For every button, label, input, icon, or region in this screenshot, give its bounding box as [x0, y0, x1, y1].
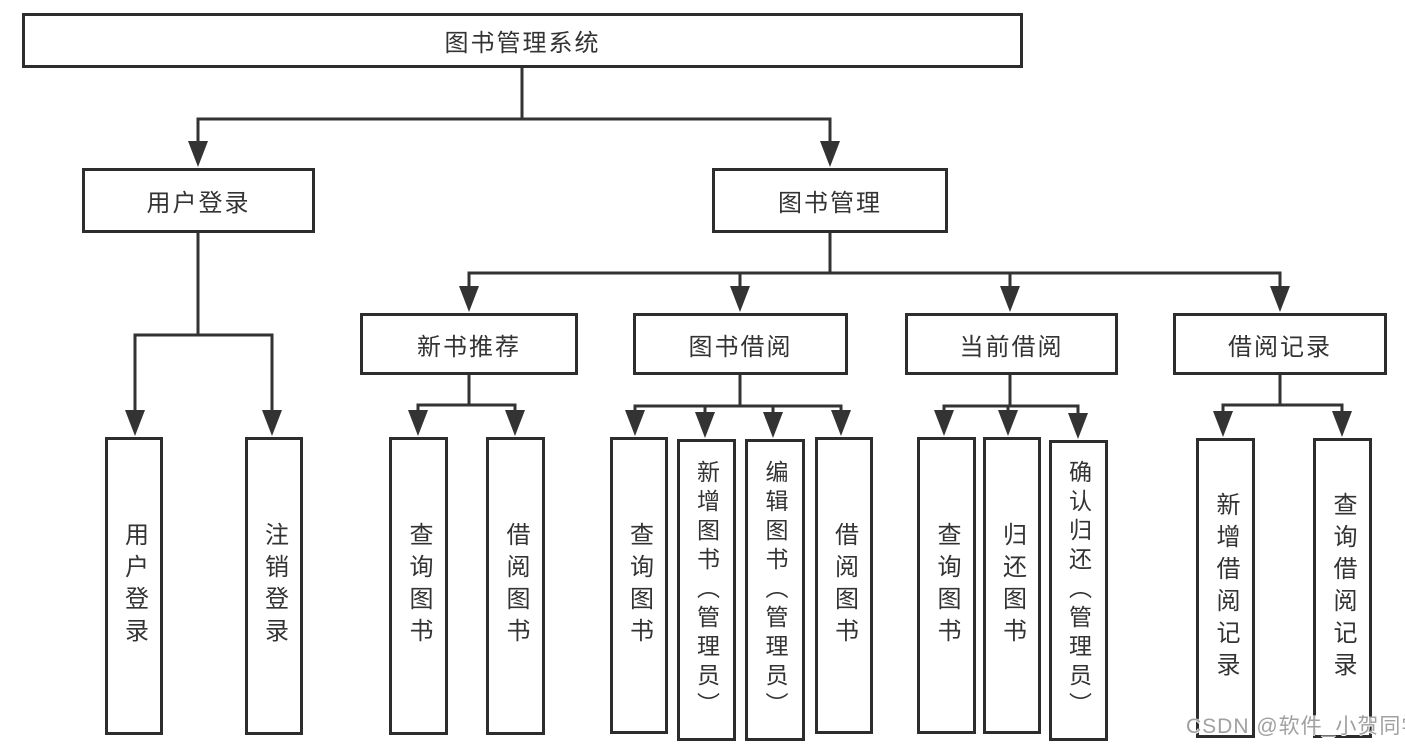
node-system-root-label: 图书管理系统	[444, 30, 601, 57]
leaf-logout-label: 注销登录	[260, 522, 288, 650]
node-current-borrowing: 当前借阅	[905, 313, 1118, 375]
leaf-add-book-admin: 新增图书（管理员）	[677, 439, 736, 741]
node-borrow-records: 借阅记录	[1173, 313, 1387, 375]
arrowheads	[125, 141, 1352, 439]
leaf-user-login-label: 用户登录	[120, 522, 148, 650]
leaf-add-borrow-record: 新增借阅记录	[1196, 438, 1255, 738]
leaf-query-book: 查询图书	[389, 437, 448, 735]
leaf-query-borrow-record-label: 查询借阅记录	[1329, 492, 1356, 684]
node-system-root: 图书管理系统	[22, 13, 1023, 68]
leaf-borrow-book-label: 借阅图书	[502, 522, 529, 650]
node-book-borrowing: 图书借阅	[633, 313, 848, 375]
leaf-query-book: 查询图书	[610, 437, 668, 734]
node-borrow-records-label: 借阅记录	[1228, 333, 1332, 361]
leaf-return-book: 归还图书	[983, 437, 1041, 734]
leaf-add-book-admin-label: 新增图书（管理员）	[693, 459, 720, 721]
leaf-query-book-label: 查询图书	[625, 521, 653, 650]
node-new-book-recommend-label: 新书推荐	[417, 333, 521, 361]
leaf-edit-book-admin: 编辑图书（管理员）	[745, 439, 805, 741]
leaf-query-book: 查询图书	[917, 437, 976, 734]
node-book-management: 图书管理	[712, 168, 948, 233]
node-book-borrowing-label: 图书借阅	[688, 333, 793, 361]
leaf-confirm-return-admin-label: 确认归还（管理员）	[1065, 460, 1092, 721]
node-current-borrowing-label: 当前借阅	[959, 333, 1064, 361]
leaf-borrow-book-label: 借阅图书	[830, 521, 858, 650]
leaf-borrow-book: 借阅图书	[486, 437, 545, 735]
leaf-user-login: 用户登录	[105, 437, 163, 735]
leaf-query-book-label: 查询图书	[933, 521, 960, 650]
node-user-login: 用户登录	[82, 168, 315, 233]
leaf-logout: 注销登录	[245, 437, 303, 735]
leaf-borrow-book: 借阅图书	[815, 437, 873, 734]
node-user-login-label: 用户登录	[146, 190, 251, 217]
leaf-query-book-label: 查询图书	[405, 522, 432, 650]
leaf-return-book-label: 归还图书	[998, 521, 1026, 650]
leaf-edit-book-admin-label: 编辑图书（管理员）	[762, 459, 788, 721]
leaf-add-borrow-record-label: 新增借阅记录	[1212, 492, 1239, 684]
csdn-watermark: CSDN @软件_小贺同学	[1186, 715, 1405, 738]
leaf-confirm-return-admin: 确认归还（管理员）	[1049, 440, 1108, 741]
leaf-query-borrow-record: 查询借阅记录	[1313, 438, 1372, 738]
node-new-book-recommend: 新书推荐	[360, 313, 578, 375]
node-book-management-label: 图书管理	[778, 190, 882, 217]
